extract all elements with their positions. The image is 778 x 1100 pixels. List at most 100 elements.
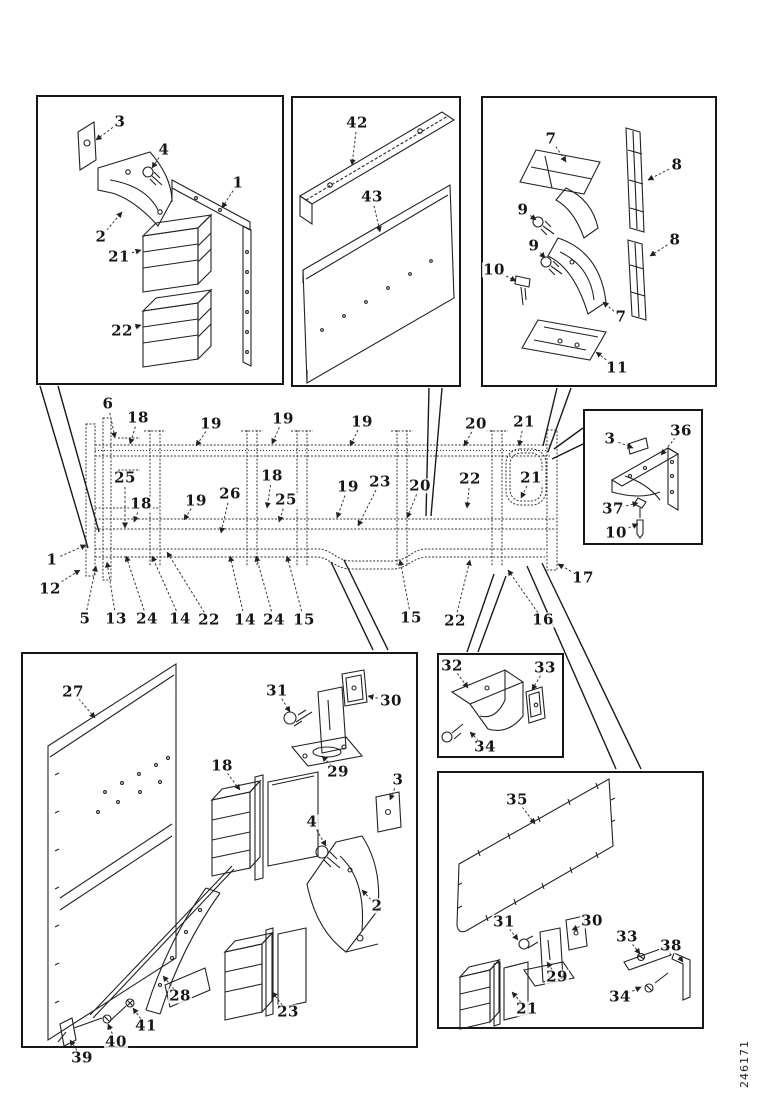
part-34-screw	[441, 723, 464, 743]
part-number-callout-19: 19	[336, 477, 360, 496]
leader-line	[546, 961, 553, 970]
leader-line	[316, 829, 327, 847]
part-number-callout-14: 14	[168, 609, 192, 628]
part-number-callout-36: 36	[669, 421, 693, 440]
part-number-callout-2: 2	[370, 896, 384, 915]
part-number-callout-33: 33	[533, 658, 557, 677]
part-number-callout-21: 21	[515, 999, 539, 1018]
part-41-nut	[125, 998, 135, 1008]
part-number-callout-20: 20	[408, 476, 432, 495]
part-28-curved-strip	[145, 887, 221, 1015]
detail-box-bottom-left	[21, 652, 418, 1048]
part-number-callout-30: 30	[379, 691, 403, 710]
part-35-panel	[456, 778, 616, 933]
leader-line	[389, 788, 396, 801]
leader-line	[509, 928, 519, 941]
part-number-callout-14: 14	[233, 610, 257, 629]
part-number-callout-21: 21	[519, 468, 543, 487]
part-8-strip-lower	[627, 239, 647, 321]
part-number-callout-30: 30	[580, 911, 604, 930]
part-number-callout-18: 18	[129, 494, 153, 513]
part-30-plate-detail	[341, 669, 368, 707]
part-40-nut	[102, 1005, 127, 1024]
part-number-callout-42: 42	[345, 113, 369, 132]
part-number-callout-26: 26	[218, 484, 242, 503]
part-number-callout-34: 34	[473, 737, 497, 756]
part-number-callout-5: 5	[78, 609, 92, 628]
part-number-callout-22: 22	[197, 610, 221, 629]
leader-line	[151, 555, 177, 611]
part-number-callout-33: 33	[615, 927, 639, 946]
part-number-callout-24: 24	[262, 610, 286, 629]
leader-line	[128, 426, 136, 445]
figure-number-text: 246171	[738, 1040, 751, 1088]
part-number-callout-4: 4	[157, 140, 171, 159]
part-10-bolt	[514, 275, 531, 306]
part-2-curved-bracket	[97, 151, 173, 227]
part-21-block	[141, 213, 213, 293]
part-number-callout-8: 8	[670, 155, 684, 174]
part-number-callout-15: 15	[399, 608, 423, 627]
leader-line	[104, 561, 116, 611]
part-32-bracket	[450, 669, 525, 731]
part-number-callout-6: 6	[101, 394, 115, 413]
part-10-bolt-detail	[636, 519, 644, 539]
leader-line	[456, 672, 469, 689]
leader-line	[649, 244, 668, 257]
part-27-panel	[47, 662, 235, 1042]
part-number-callout-10: 10	[482, 260, 506, 279]
part-number-callout-18: 18	[126, 408, 150, 427]
part-31-screw-right	[518, 935, 539, 950]
leader-line	[221, 190, 234, 209]
leader-line	[195, 431, 207, 447]
leader-line	[226, 772, 241, 791]
leader-line	[162, 975, 175, 990]
detail-box-bracket-32	[437, 653, 564, 758]
part-number-callout-34: 34	[608, 987, 632, 1006]
leader-line	[531, 675, 541, 691]
part-number-callout-21: 21	[512, 412, 536, 431]
detail-box-bottom-right	[437, 771, 704, 1029]
leader-line	[595, 351, 611, 363]
part-4-screw	[142, 166, 163, 186]
part-number-callout-25: 25	[113, 468, 137, 487]
part-8-strip-upper	[625, 127, 645, 233]
part-34-screw-right	[644, 972, 669, 993]
part-42-rail	[298, 111, 456, 226]
leader-line	[95, 127, 114, 141]
leader-line	[151, 157, 160, 169]
leader-line	[285, 555, 303, 612]
part-39-clip	[57, 1017, 103, 1047]
leader-line	[522, 806, 536, 825]
leader-line	[106, 211, 123, 231]
leader-line	[124, 555, 145, 611]
part-number-callout-25: 25	[274, 490, 298, 509]
part-number-callout-17: 17	[571, 568, 595, 587]
part-number-callout-8: 8	[668, 230, 682, 249]
part-number-callout-1: 1	[45, 550, 59, 569]
part-2-bracket-detail	[306, 835, 380, 953]
leader-line	[132, 1007, 142, 1019]
part-21-block-detail	[458, 958, 529, 1030]
part-number-callout-2: 2	[94, 227, 108, 246]
leader-line	[520, 485, 528, 499]
part-number-callout-29: 29	[326, 762, 350, 781]
main-frame-assembly	[85, 417, 558, 581]
leader-line	[69, 1039, 78, 1051]
leader-line	[555, 146, 567, 163]
leader-line	[349, 131, 357, 166]
part-number-callout-7: 7	[544, 129, 558, 148]
leader-line	[264, 484, 272, 509]
part-22-block	[141, 288, 213, 368]
figure-number: 246171	[736, 1026, 752, 1096]
leader-line	[398, 559, 410, 610]
leader-line	[254, 555, 273, 612]
part-30-plate-right	[565, 915, 588, 951]
part-9-screw-lower	[540, 256, 563, 276]
leader-line	[60, 544, 87, 557]
part-3-plate-detail	[375, 791, 402, 833]
detail-box-mid-right	[583, 409, 703, 545]
leader-line	[357, 489, 377, 527]
part-number-callout-22: 22	[110, 321, 134, 340]
